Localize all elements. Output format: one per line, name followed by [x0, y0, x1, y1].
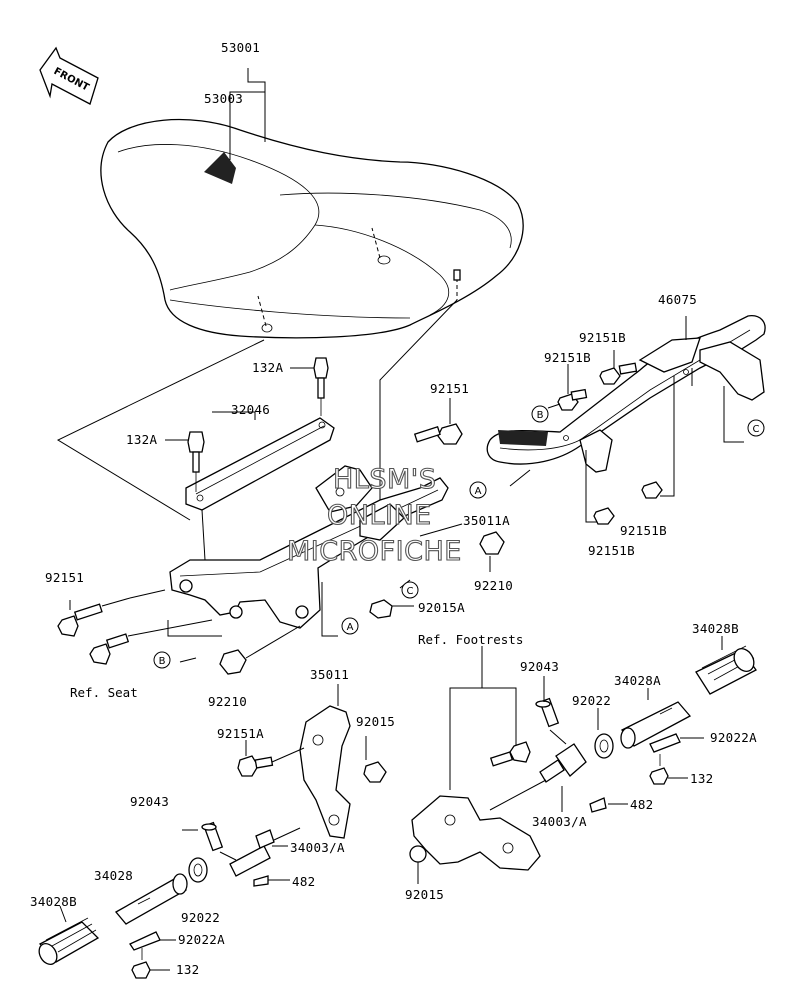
ref-seat: Ref. Seat: [70, 685, 138, 700]
bolt-132-right: [649, 754, 669, 785]
nut-92015a: [369, 599, 393, 619]
label-482-right: 482: [630, 797, 653, 812]
bolt-132a-top: [313, 357, 329, 416]
nut-92210-left: [219, 625, 301, 675]
label-34003a-right: 34003/A: [532, 814, 587, 829]
label-92043-right: 92043: [520, 659, 559, 674]
watermark: HLSM'S ONLINE MICROFICHE: [286, 463, 462, 567]
bolt-92015-right-stud: [489, 741, 531, 767]
label-92151a: 92151A: [217, 726, 264, 741]
bolt-92151-top: [413, 423, 463, 445]
svg-text:B: B: [537, 410, 544, 421]
svg-text:HLSM'S: HLSM'S: [333, 464, 436, 495]
label-92151b-1: 92151B: [579, 330, 626, 345]
label-92210-left: 92210: [208, 694, 247, 709]
label-34003a-left: 34003/A: [290, 840, 345, 855]
label-92022a-left: 92022A: [178, 932, 225, 947]
pin-92043-left: [201, 821, 224, 852]
label-34028: 34028: [94, 868, 133, 883]
clip-92022a-left: [129, 931, 161, 951]
bolt-92151b-2: [557, 388, 588, 411]
label-32046: 32046: [231, 402, 270, 417]
label-92151b-2: 92151B: [544, 350, 591, 365]
bolt-92151a: [237, 747, 305, 777]
label-92022-left: 92022: [181, 910, 220, 925]
label-34028b-left: 34028B: [30, 894, 77, 909]
label-53003: 53003: [204, 91, 243, 106]
clip-482-left: [253, 875, 269, 887]
svg-text:C: C: [753, 424, 760, 435]
label-34028b-right: 34028B: [692, 621, 739, 636]
svg-text:ONLINE: ONLINE: [327, 500, 432, 531]
callout-b-lower: B: [153, 651, 171, 669]
callout-c-lower: C: [401, 581, 419, 599]
bolt-92151-left-2: [89, 619, 213, 665]
label-35011: 35011: [310, 667, 349, 682]
bolt-132a-mid: [187, 431, 205, 492]
label-132-right: 132: [690, 771, 713, 786]
label-35011a: 35011A: [463, 513, 510, 528]
clip-92022a-right: [649, 733, 681, 753]
svg-text:A: A: [475, 486, 482, 497]
bolt-92151b-4: [593, 507, 615, 525]
label-92043-left: 92043: [130, 794, 169, 809]
washer-92022-right: [594, 733, 614, 759]
svg-text:MICROFICHE: MICROFICHE: [287, 536, 462, 567]
svg-text:A: A: [347, 622, 354, 633]
label-46075: 46075: [658, 292, 697, 307]
clip-482-right: [589, 797, 607, 813]
label-92151-left: 92151: [45, 570, 84, 585]
plate-32046: [185, 417, 335, 511]
peg-34003a-right: [539, 743, 587, 783]
label-92015-right: 92015: [405, 887, 444, 902]
label-92151-top: 92151: [430, 381, 469, 396]
washer-92022-left: [188, 857, 208, 883]
bolt-132-left: [131, 948, 151, 979]
label-132-left: 132: [176, 962, 199, 977]
frame-35011a: [169, 465, 449, 629]
bolt-92151b-3: [641, 481, 663, 499]
label-92015-left: 92015: [356, 714, 395, 729]
front-arrow-icon: FRONT: [39, 46, 99, 105]
seat: [100, 118, 524, 339]
svg-text:B: B: [159, 656, 166, 667]
label-92022a-right: 92022A: [710, 730, 757, 745]
svg-text:C: C: [407, 586, 414, 597]
footpeg-34028: [115, 873, 188, 925]
bracket-92015-right: [409, 795, 541, 871]
callout-c-upper: C: [747, 419, 765, 437]
ref-footrests: Ref. Footrests: [418, 632, 523, 647]
label-132a-top: 132A: [252, 360, 283, 375]
bolt-92151-left: [57, 597, 131, 637]
label-92210-right: 92210: [474, 578, 513, 593]
footpeg-34028a: [620, 701, 692, 749]
label-92022-right: 92022: [572, 693, 611, 708]
bracket-35011: [299, 705, 351, 839]
rubber-34028b-right: [695, 645, 757, 695]
label-92151b-4: 92151B: [588, 543, 635, 558]
pin-92043-right: [535, 697, 560, 728]
callout-a-upper: A: [469, 481, 487, 499]
peg-34003a-left: [229, 829, 275, 877]
label-92015a: 92015A: [418, 600, 465, 615]
label-34028a: 34028A: [614, 673, 661, 688]
label-92151b-3: 92151B: [620, 523, 667, 538]
label-482-left: 482: [292, 874, 315, 889]
label-132a-mid: 132A: [126, 432, 157, 447]
nut-92210-right: [479, 531, 505, 555]
rubber-34028b-left: [38, 917, 100, 965]
grab-rail-46075: [486, 315, 766, 473]
callout-a-lower: A: [341, 617, 359, 635]
nut-92015-left: [363, 761, 387, 783]
label-53001: 53001: [221, 40, 260, 55]
callout-b-upper: B: [531, 405, 549, 423]
